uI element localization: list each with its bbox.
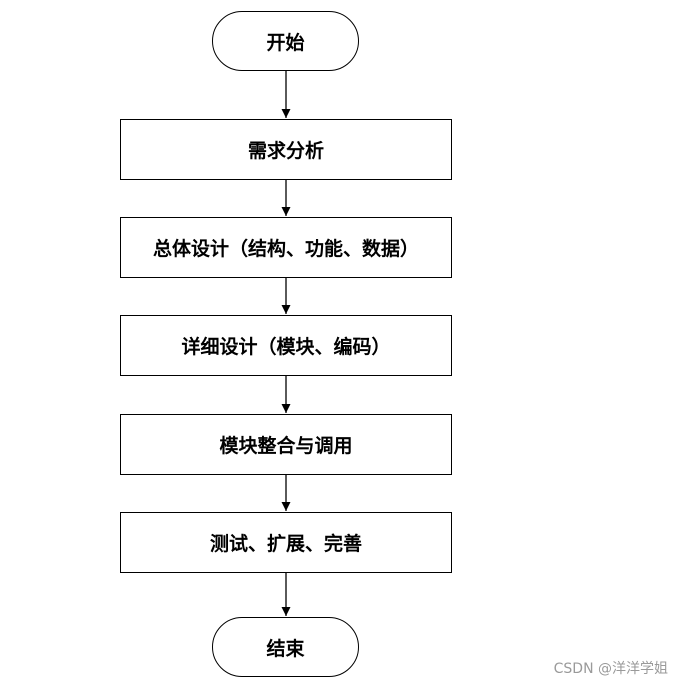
start-label: 开始 [266,31,305,54]
step-detailed-design: 详细设计（模块、编码） [120,315,452,376]
step-label: 模块整合与调用 [219,435,353,457]
step-label: 需求分析 [247,140,324,162]
step-module-integration: 模块整合与调用 [120,414,452,475]
step-overall-design: 总体设计（结构、功能、数据） [120,217,452,278]
step-testing: 测试、扩展、完善 [120,512,452,573]
end-node: 结束 [212,617,359,677]
watermark: CSDN @洋洋学姐 [553,661,668,677]
step-requirements-analysis: 需求分析 [120,119,452,180]
step-label: 详细设计（模块、编码） [181,336,391,358]
step-label: 总体设计（结构、功能、数据） [152,238,419,260]
start-node: 开始 [212,11,359,71]
end-label: 结束 [266,637,305,660]
step-label: 测试、扩展、完善 [209,533,362,555]
